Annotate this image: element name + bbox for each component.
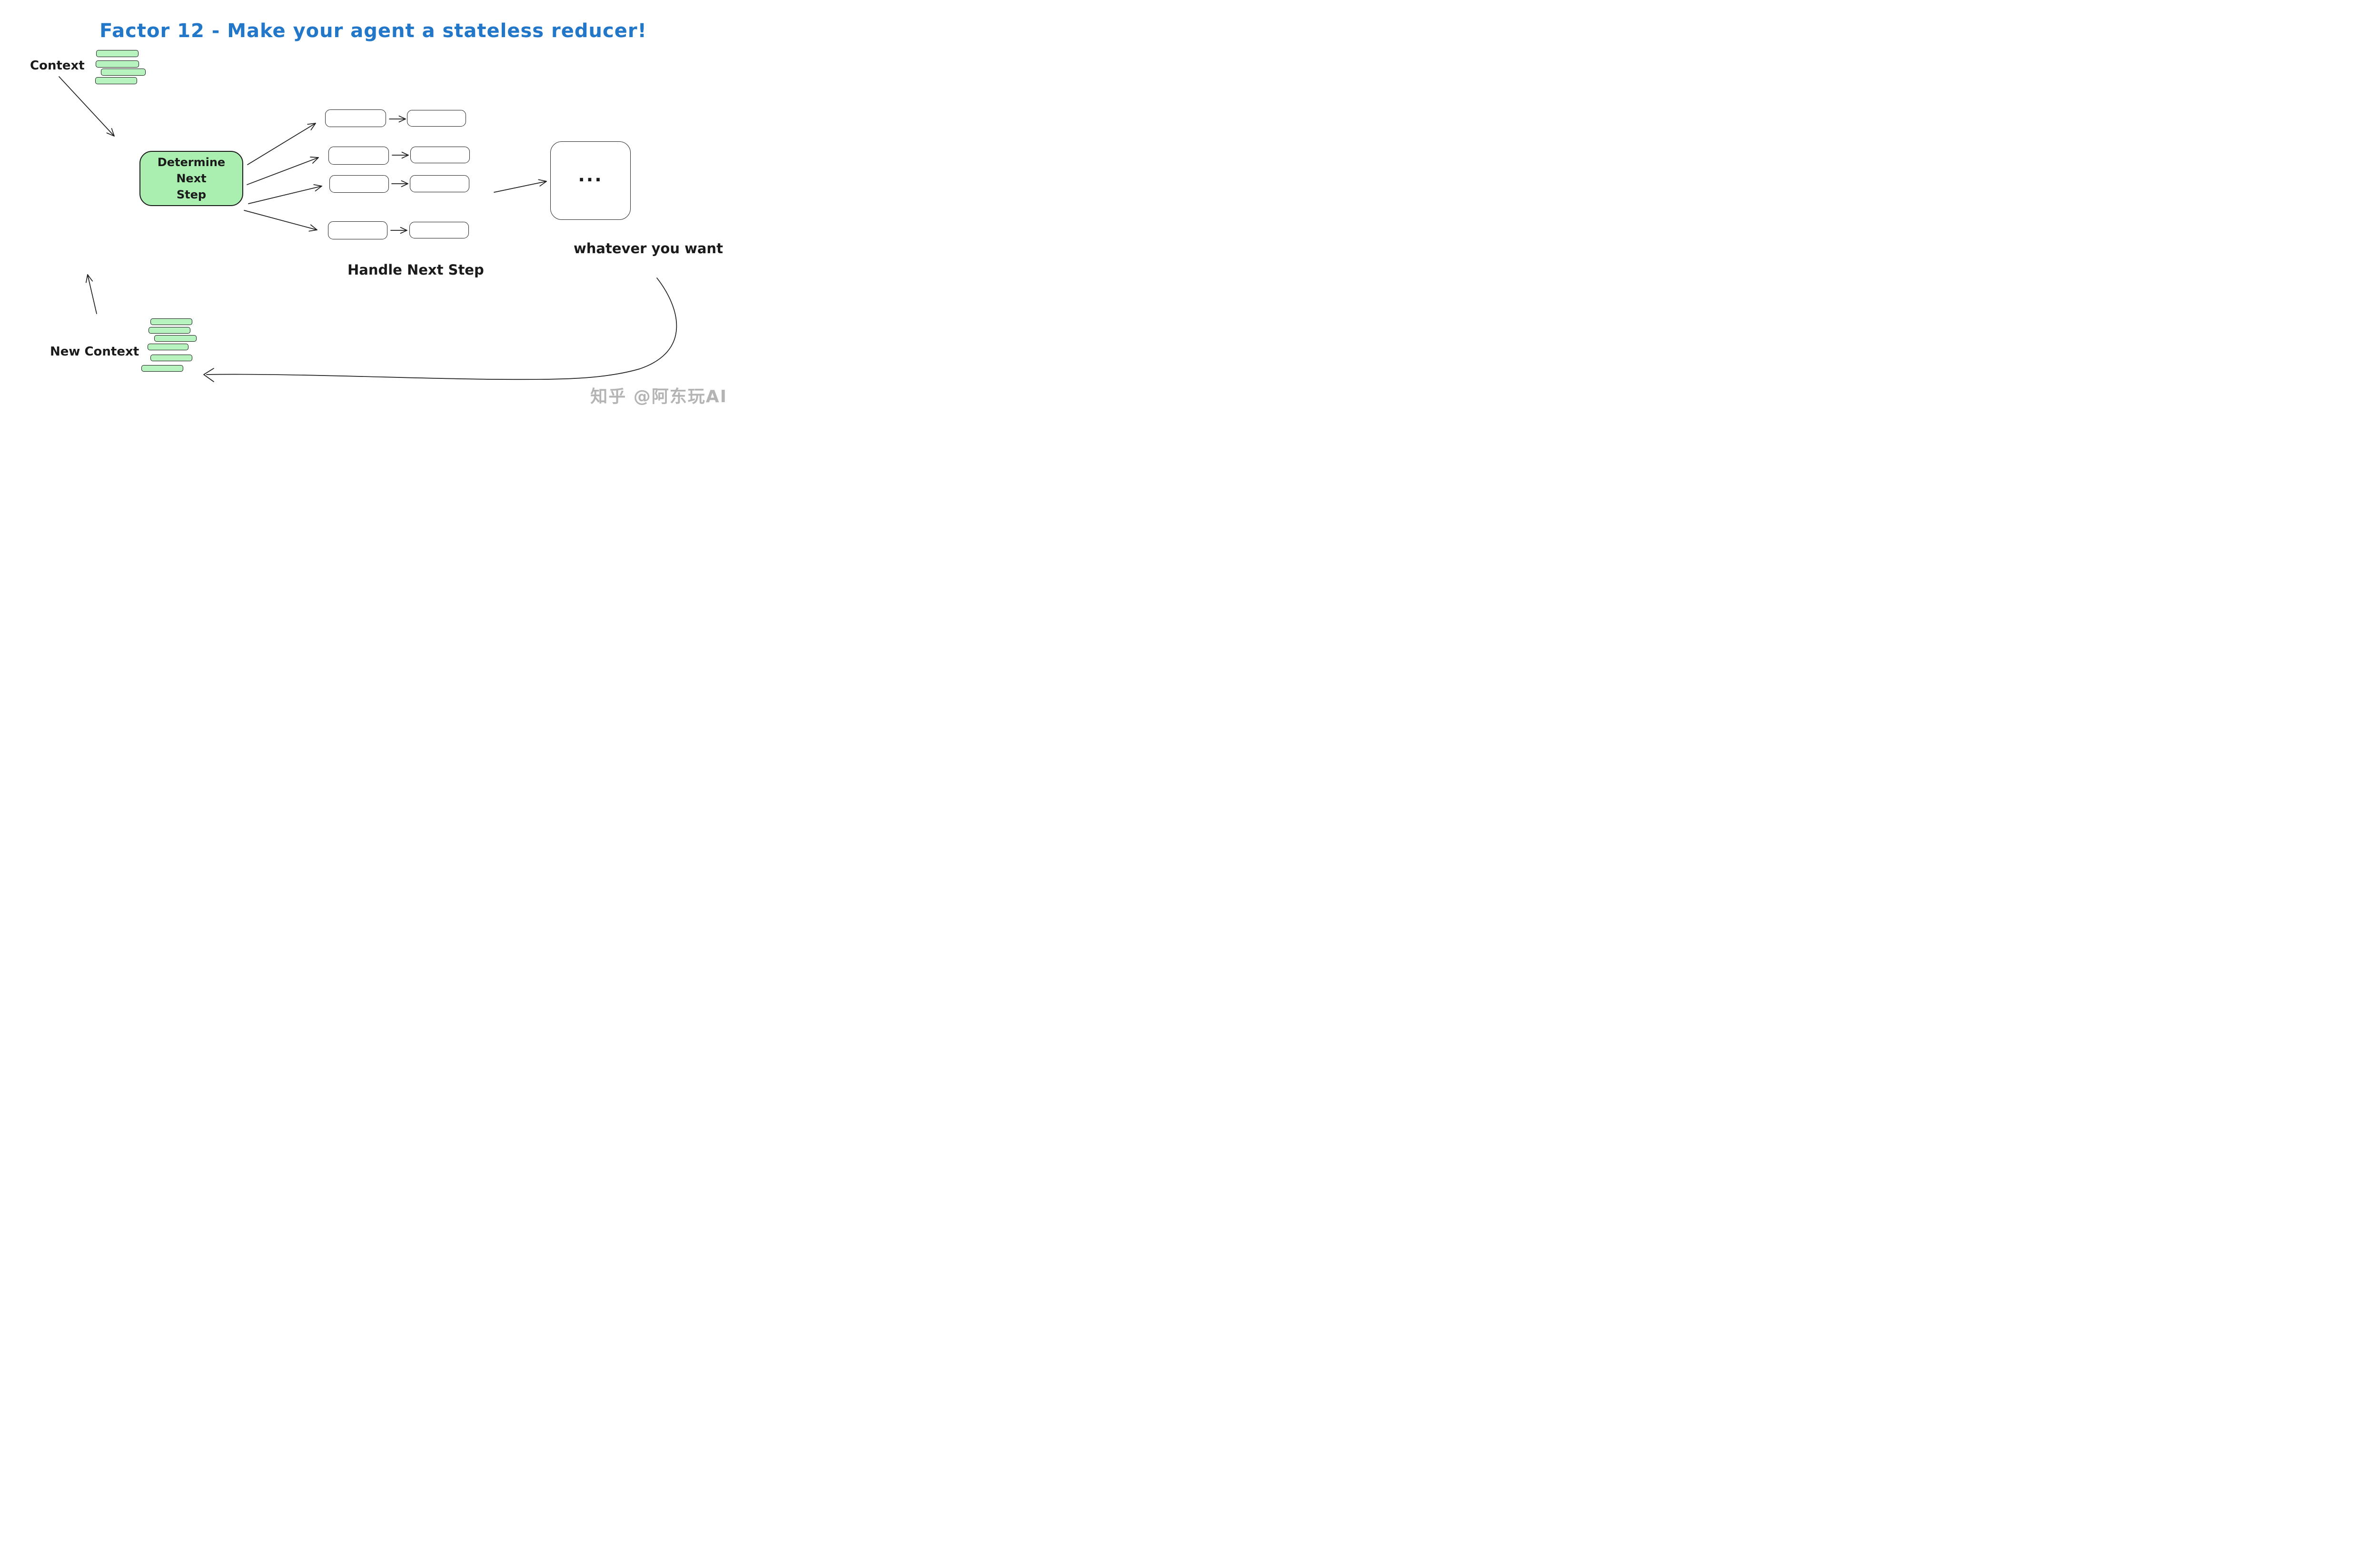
determine-next-step-box: Determine Next Step [139,151,243,206]
handle-step-box [410,147,470,163]
context-bar [96,50,139,57]
fan-arrow-1 [247,123,316,165]
loop-curve-arrow [203,277,677,382]
context-bar [95,77,137,84]
context-arrow [59,76,115,137]
handle-step-box [325,109,386,127]
pair-arrow-1 [389,115,406,123]
new-context-bar [141,365,183,372]
fan-arrow-2 [247,157,319,185]
whatever-box: ... [550,141,631,220]
handle-step-box [329,175,389,193]
handle-step-box [410,175,469,192]
handle-step-box [407,110,466,127]
handle-next-step-label: Handle Next Step [347,262,484,278]
new-context-bar [149,327,190,334]
new-context-bar [150,355,192,361]
handle-step-box [328,147,389,165]
determine-box-line: Next [176,172,207,185]
watermark: 知乎 @阿东玩AI [590,387,727,406]
new-context-label: New Context [50,345,139,359]
handle-step-box [409,222,469,238]
context-label: Context [30,59,85,73]
new-context-bar [148,344,188,350]
fan-arrow-4 [244,210,317,232]
pair-arrow-4 [390,227,407,234]
page-title: Factor 12 - Make your agent a stateless … [99,20,647,42]
diagram-canvas: Factor 12 - Make your agent a stateless … [0,0,746,420]
pair-arrow-2 [392,151,409,159]
context-bar [101,69,146,76]
fan-arrow-3 [248,184,322,204]
determine-box-line: Step [176,188,207,201]
determine-box-line: Determine [157,156,226,169]
context-bar [96,60,139,68]
handle-step-box [328,221,387,239]
pair-arrow-3 [391,180,408,188]
big-box-arrow [494,179,547,193]
whatever-you-want-label: whatever you want [574,240,723,257]
new-context-bar [150,318,192,325]
up-arrow [85,274,97,314]
new-context-bar [154,335,197,342]
